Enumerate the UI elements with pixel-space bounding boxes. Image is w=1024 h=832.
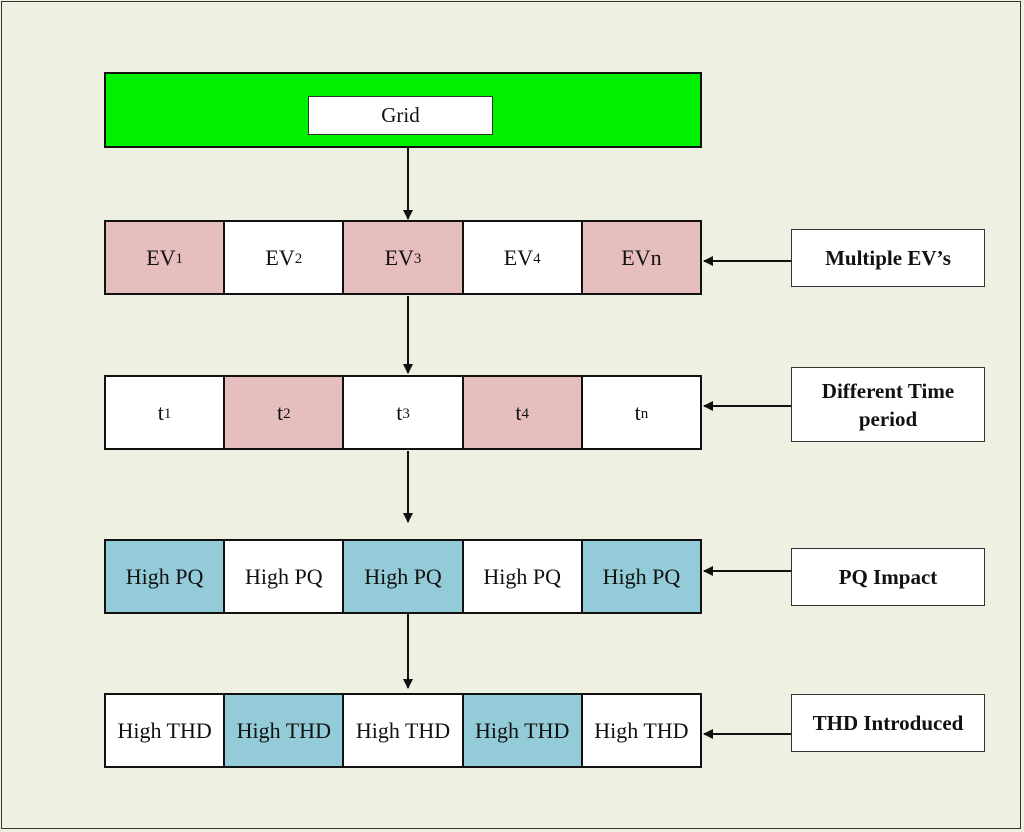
pq-cell: High PQ [106, 541, 226, 612]
grid-label: Grid [308, 96, 493, 135]
side-label-multiple-evs: Multiple EV’s [791, 229, 985, 287]
thd-cell: High THD [225, 695, 345, 766]
side-label-thd-introduced: THD Introduced [791, 694, 985, 752]
thd-cell: High THD [463, 695, 583, 766]
side-label-time-line2: period [858, 406, 918, 431]
pq-row: High PQ High PQ High PQ High PQ High PQ [104, 539, 702, 614]
pq-cell: High PQ [225, 541, 345, 612]
pq-cell: High PQ [463, 541, 583, 612]
side-label-time-period: Different Time period [791, 367, 985, 442]
thd-cell: High THD [582, 695, 701, 766]
side-label-pq-impact: PQ Impact [791, 548, 985, 606]
thd-cell: High THD [106, 695, 226, 766]
thd-row: High THD High THD High THD High THD High… [104, 693, 702, 768]
side-label-time-line1: Different Time [821, 378, 955, 403]
ev-cell: EVn [582, 222, 701, 293]
thd-cell: High THD [344, 695, 464, 766]
pq-cell: High PQ [344, 541, 464, 612]
pq-cell: High PQ [582, 541, 701, 612]
